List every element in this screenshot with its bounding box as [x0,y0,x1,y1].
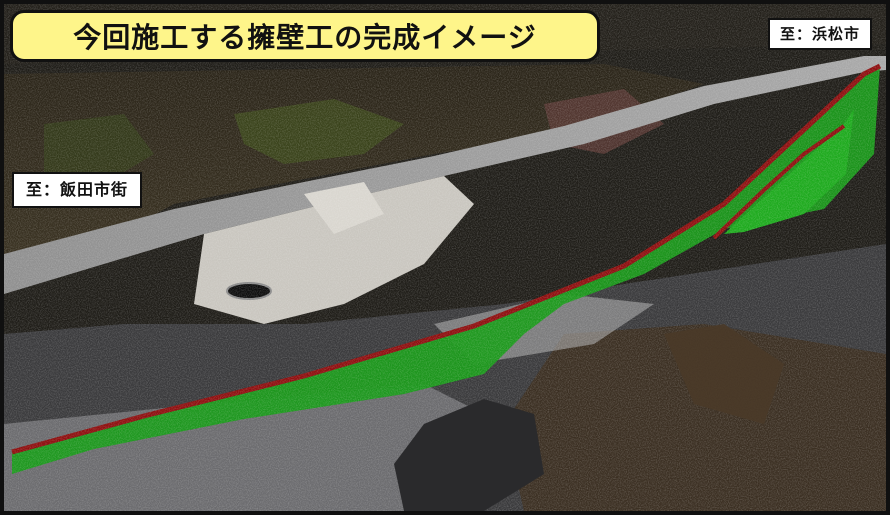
direction-label-hamamatsu: 至：浜松市 [767,18,872,50]
foreground-rocks [664,324,784,424]
direction-label-iida: 至：飯田市街 [12,172,143,208]
foreground-rocks [394,399,544,511]
point-cloud-scene [4,4,886,511]
page-title: 今回施工する擁壁工の完成イメージ [10,10,600,62]
